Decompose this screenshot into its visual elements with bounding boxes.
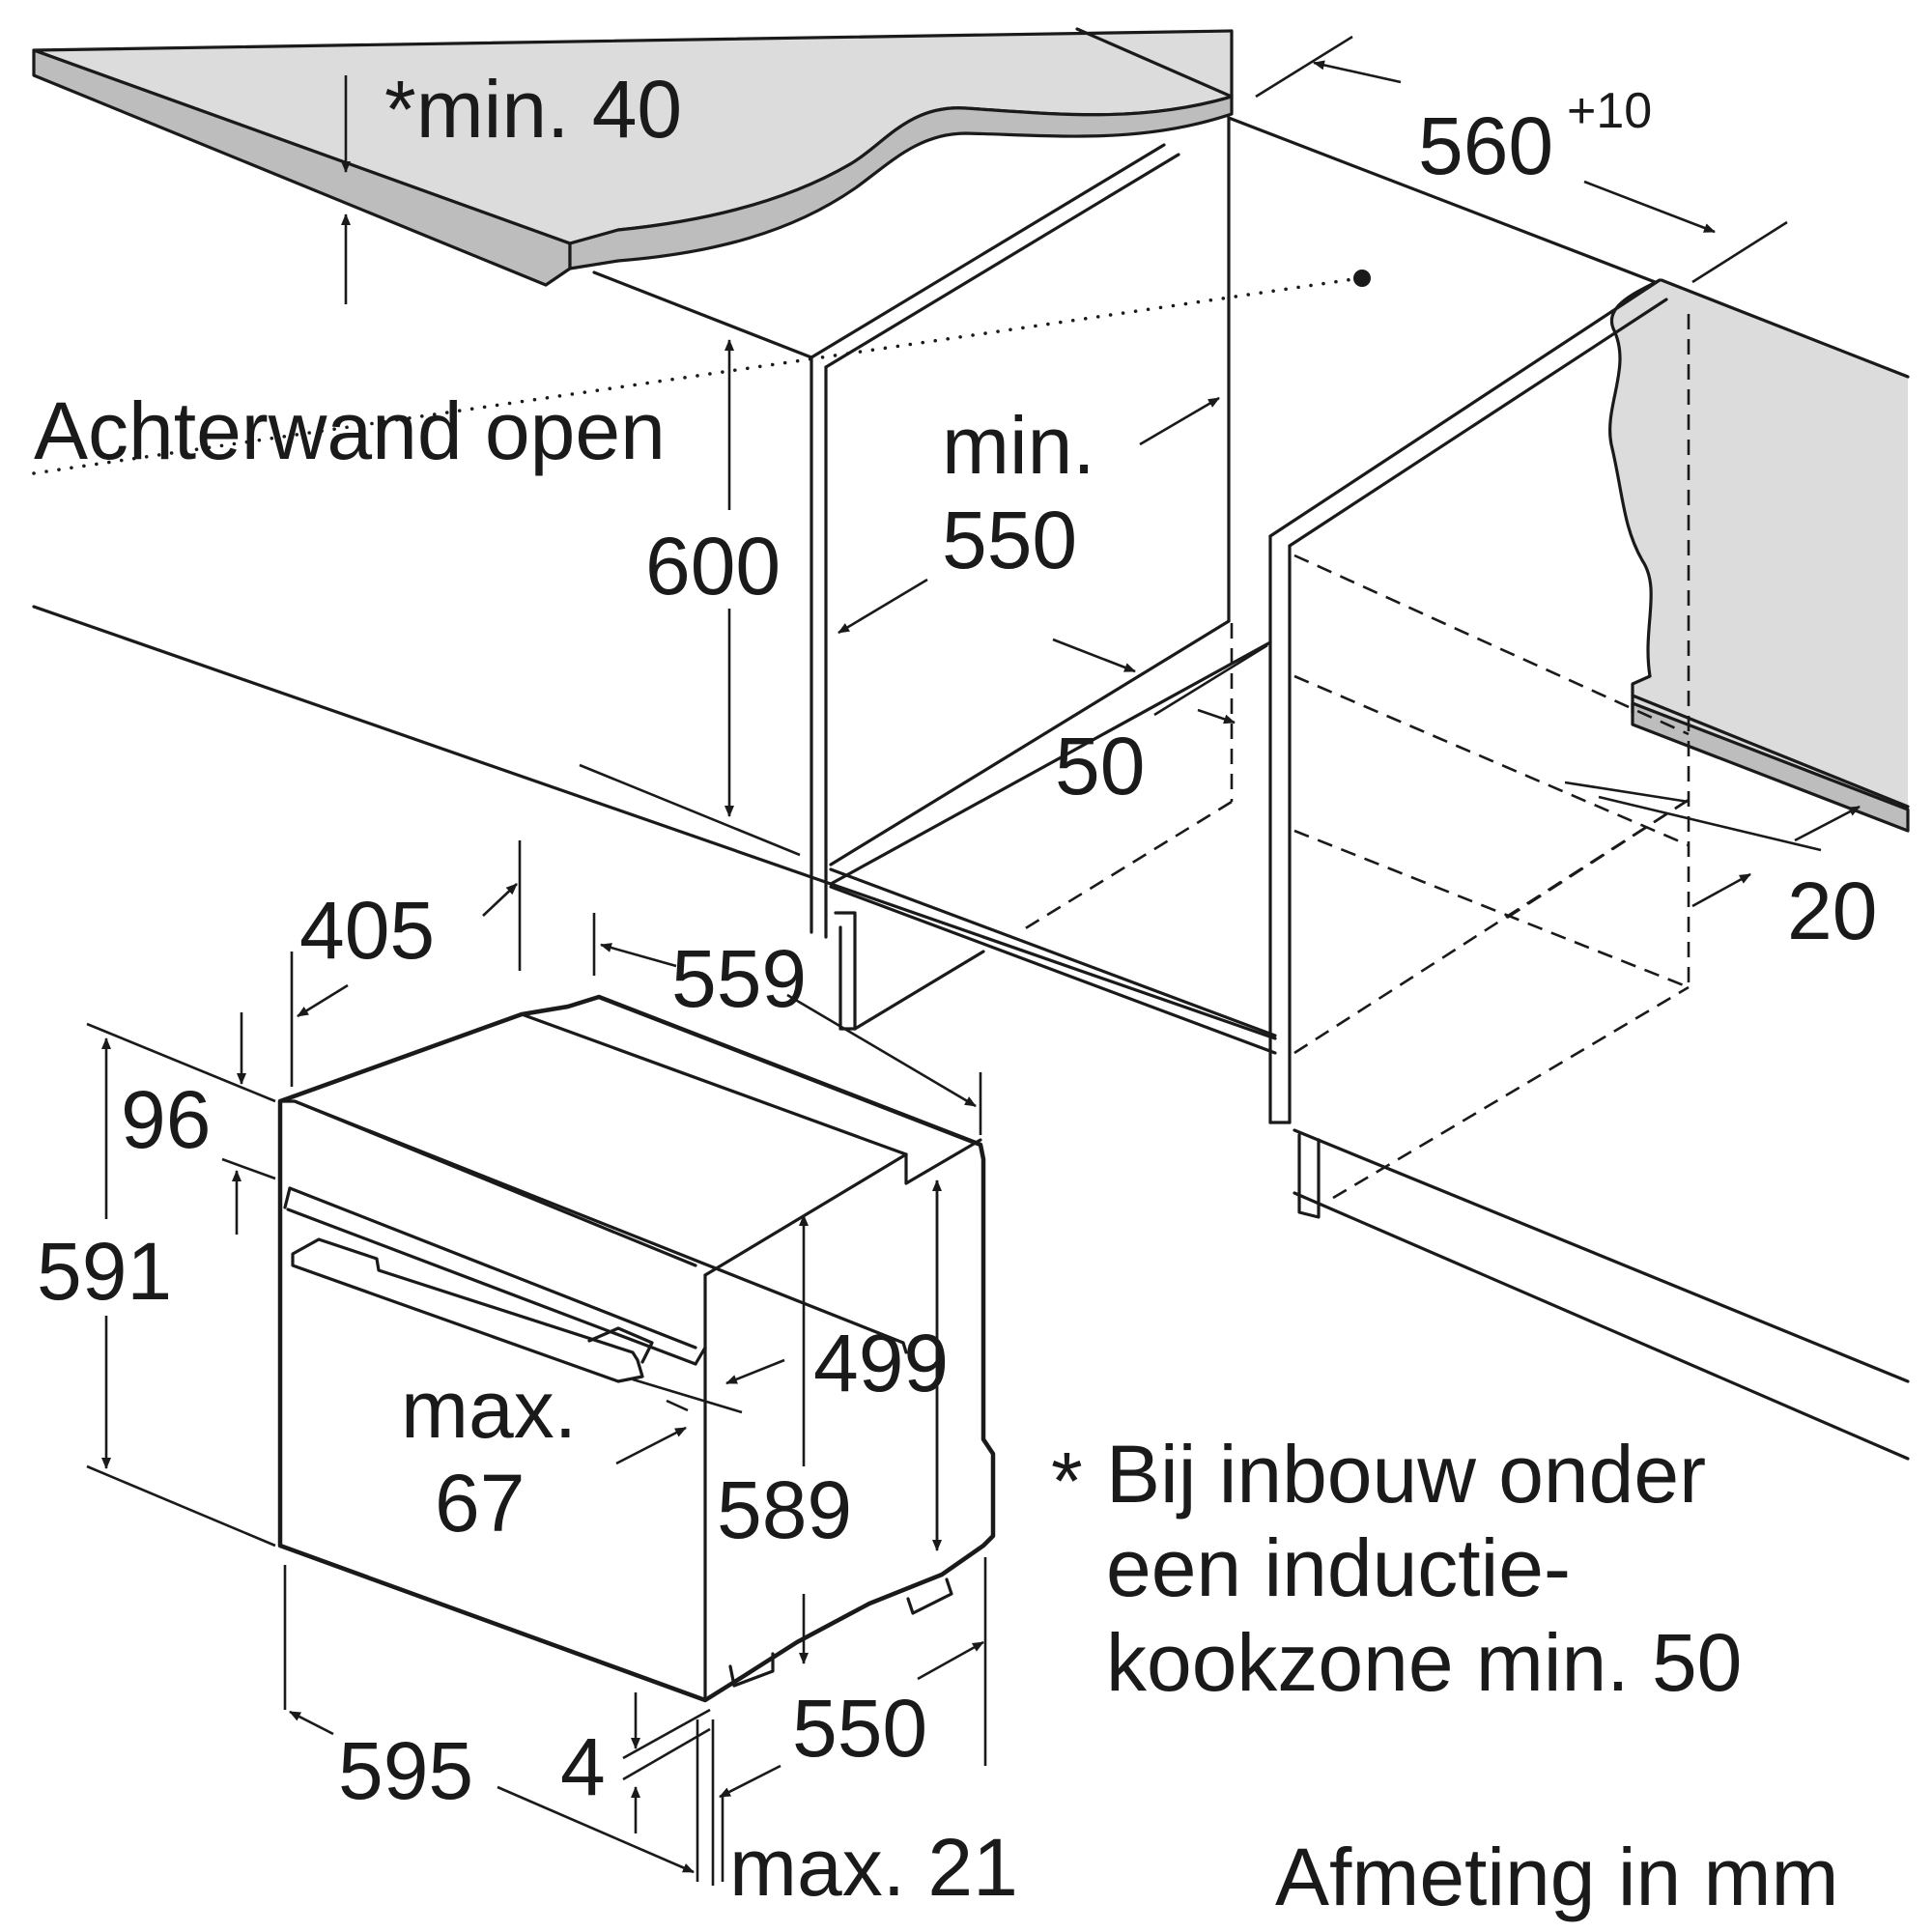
label-600: 600 (645, 521, 781, 611)
oven-dimension-67 (615, 1358, 785, 1465)
oven-dimension-96 (86, 1012, 276, 1235)
oven-dimension-405 (290, 840, 522, 1087)
oven-dimension-595 (283, 1565, 699, 1882)
oven-dimension-550-bottom (711, 1557, 987, 1886)
oven (277, 994, 996, 1703)
label-67: 67 (435, 1458, 525, 1548)
worktop (32, 27, 1234, 287)
label-550-top: 550 (942, 495, 1077, 585)
note-asterisk: * (1051, 1435, 1083, 1526)
label-min: min. (942, 400, 1095, 491)
oven-dimension-591 (86, 1037, 276, 1548)
width-dimension-560 (1255, 35, 1788, 284)
note-line-1: Bij inbouw onder (1106, 1429, 1706, 1520)
label-499: 499 (813, 1318, 949, 1408)
units-label: Afmeting in mm (1275, 1832, 1839, 1922)
label-560: 560 (1418, 100, 1553, 191)
plinth-lines (32, 116, 1910, 1461)
cabinet-niche (592, 116, 1272, 1031)
label-589: 589 (717, 1464, 852, 1555)
oven-dimension-559 (592, 913, 982, 1135)
label-max: max. (401, 1364, 577, 1455)
label-96: 96 (121, 1074, 211, 1165)
note-line-3: kookzone min. 50 (1106, 1617, 1742, 1708)
niche-dashed-back (1018, 623, 1234, 934)
rear-wall-open-line (32, 276, 1362, 475)
niche-dashed-lines (1293, 554, 1690, 1200)
rear-wall-open-dot (1353, 270, 1371, 287)
gap-dimension-50 (1052, 638, 1268, 724)
label-4: 4 (560, 1721, 606, 1812)
label-595: 595 (338, 1725, 473, 1816)
label-rear-wall-open: Achterwand open (34, 385, 666, 476)
label-min40: *min. 40 (384, 64, 682, 155)
label-591: 591 (37, 1226, 172, 1317)
label-559: 559 (671, 933, 807, 1024)
note-line-2: een inductie- (1106, 1522, 1571, 1613)
label-50: 50 (1055, 721, 1145, 811)
label-20: 20 (1787, 866, 1877, 956)
depth-dimension-550-top (838, 396, 1220, 635)
side-wall-section (1268, 278, 1910, 1219)
label-max21: max. 21 (729, 1822, 1018, 1913)
oven-dimension-4 (622, 1692, 711, 1833)
label-550-bottom: 550 (792, 1683, 927, 1774)
height-dimension-600 (579, 339, 801, 857)
label-560-tolerance: +10 (1567, 83, 1652, 139)
gap-dimension-20 (1564, 781, 1861, 908)
label-405: 405 (299, 885, 435, 976)
